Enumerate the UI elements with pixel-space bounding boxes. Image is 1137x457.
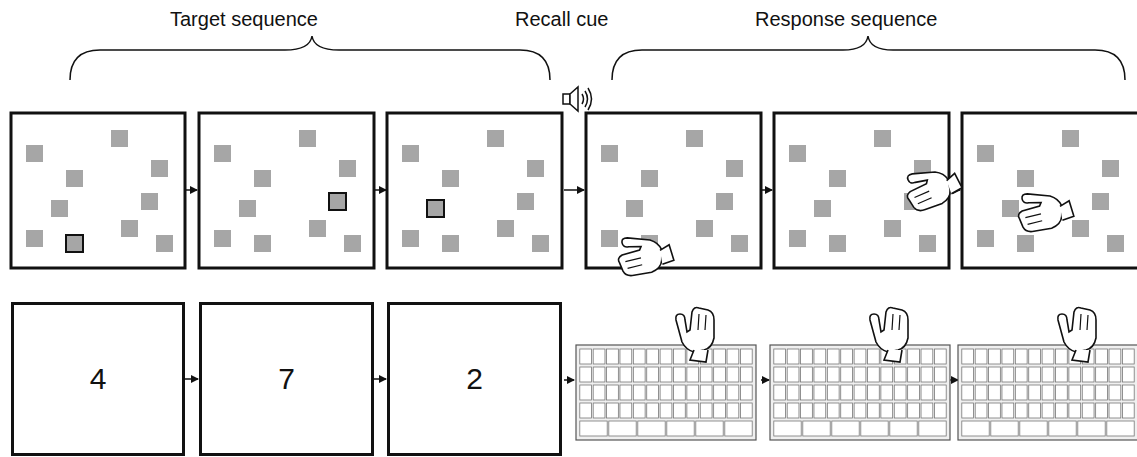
digit: 2 xyxy=(466,362,483,396)
stimulus-frame: 4 xyxy=(11,302,185,456)
stimulus-frame: 7 xyxy=(199,302,374,456)
stimulus-frame: 2 xyxy=(387,302,562,456)
phase-heading: Response sequence xyxy=(755,8,937,31)
sequence-arrow xyxy=(185,378,198,380)
digit: 7 xyxy=(278,362,295,396)
phase-heading: Target sequence xyxy=(170,8,318,31)
phase-heading: Recall cue xyxy=(515,8,608,31)
digit: 4 xyxy=(90,362,107,396)
sequence-arrow xyxy=(374,378,386,380)
